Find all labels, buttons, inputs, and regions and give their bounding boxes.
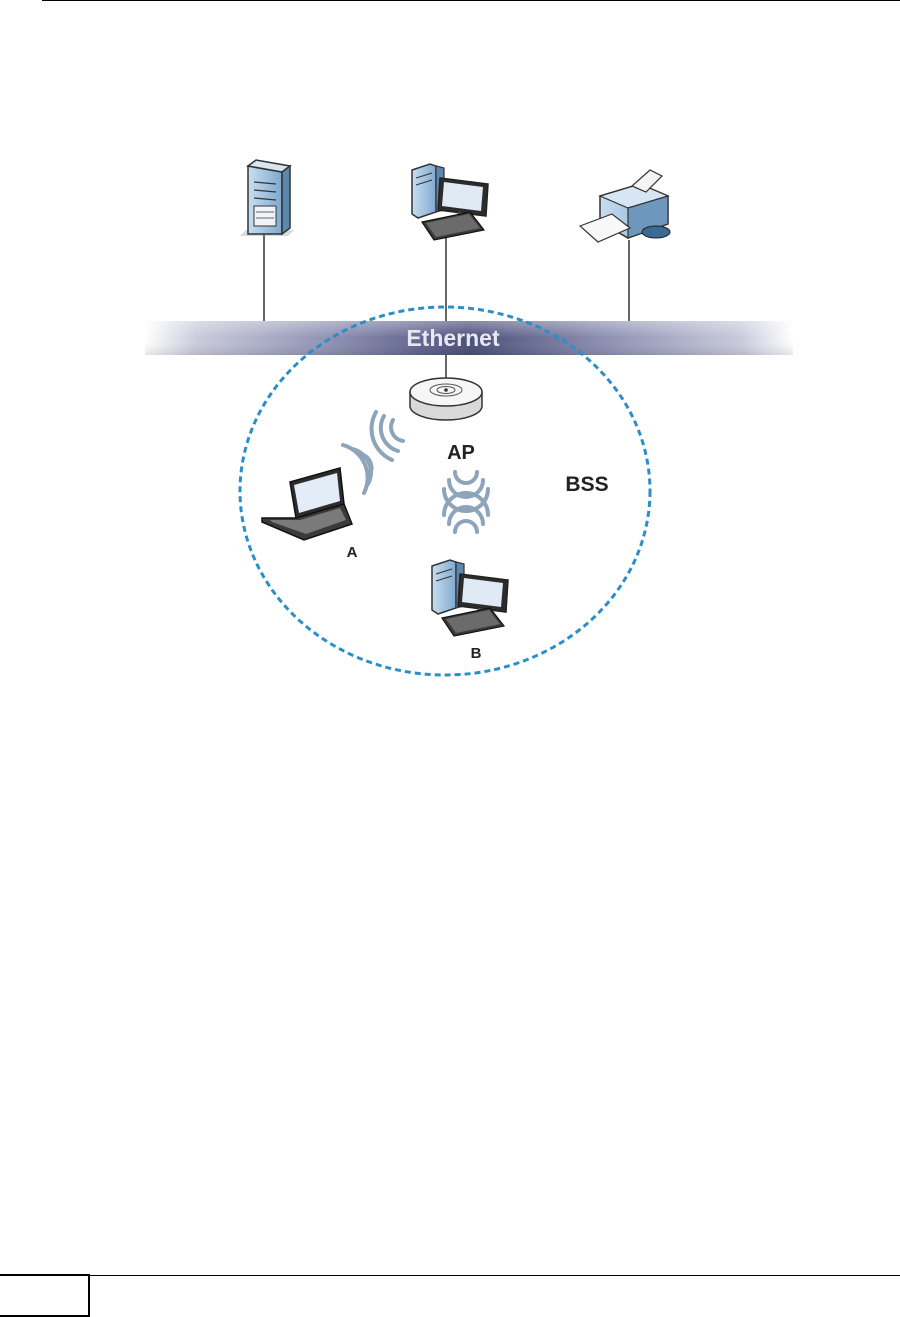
- ap-label: AP: [447, 442, 475, 464]
- footer-rule: [90, 1275, 900, 1276]
- page-number-box: [0, 1274, 90, 1317]
- station-b-label: B: [471, 645, 482, 662]
- station-a-label: A: [347, 544, 358, 561]
- bss-label: BSS: [565, 473, 608, 496]
- server-icon: [240, 160, 294, 236]
- laptop-icon: [262, 468, 352, 540]
- ethernet-label: Ethernet: [406, 325, 500, 351]
- ethernet-bus: Ethernet: [145, 321, 793, 355]
- wifi-signal-icon: [343, 412, 403, 493]
- printer-icon: [580, 170, 670, 242]
- desktop-computer-icon: [412, 164, 488, 240]
- desktop-computer-icon: [432, 560, 508, 636]
- bss-network-diagram: Ethernet: [0, 0, 900, 720]
- access-point-icon: [410, 378, 482, 420]
- wifi-signal-icon: [444, 472, 488, 532]
